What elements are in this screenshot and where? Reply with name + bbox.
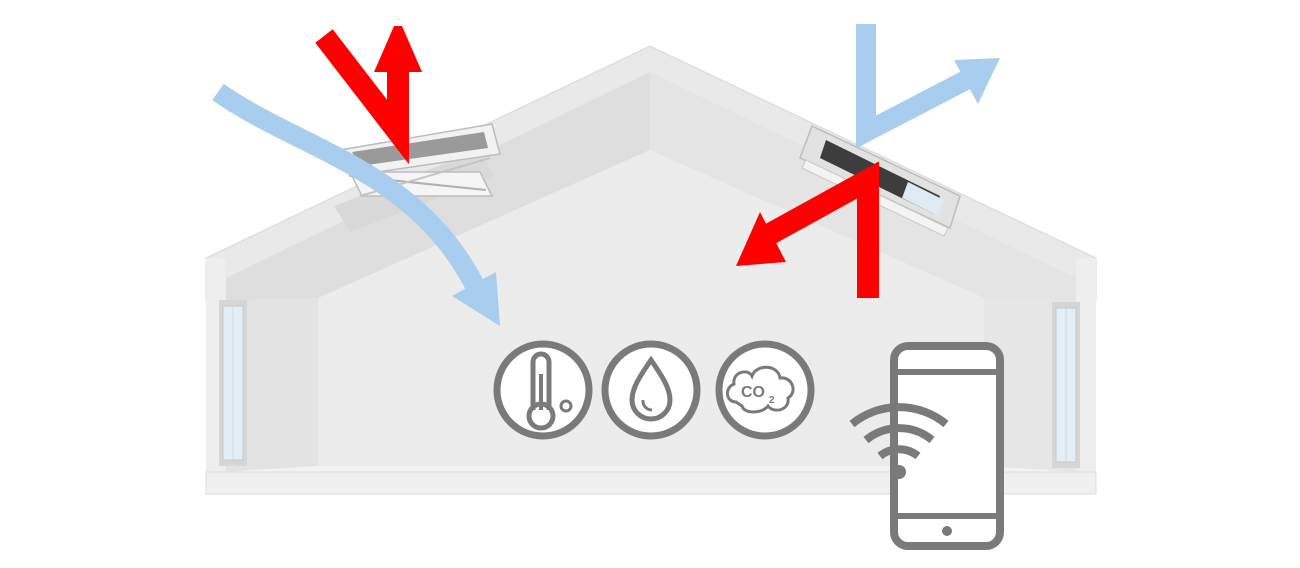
thermometer-icon	[493, 340, 593, 440]
left-side-wall	[226, 298, 318, 472]
back-wall	[318, 150, 984, 466]
co2-subscript: 2	[769, 395, 775, 406]
cool-air-outflow-arrow-right	[856, 24, 1000, 149]
sensor-icons: CO 2	[493, 340, 815, 440]
wifi-icon	[849, 403, 949, 479]
co2-cloud-icon: CO 2	[715, 340, 815, 440]
smartphone-icon	[890, 342, 1004, 550]
cool-air-inflow-arrow	[212, 83, 500, 326]
warm-air-outflow-arrow-left	[315, 26, 422, 165]
right-side-window	[1052, 302, 1080, 468]
smart-control	[849, 342, 1004, 550]
left-side-window	[219, 300, 247, 466]
airflow-arrows	[212, 24, 1000, 326]
warm-air-arrow-right	[736, 161, 879, 298]
right-outer-wall	[1076, 258, 1096, 494]
water-drop-icon	[601, 340, 701, 440]
floor	[226, 466, 1076, 472]
floor-slab	[205, 471, 1097, 495]
co2-label: CO	[741, 384, 765, 401]
